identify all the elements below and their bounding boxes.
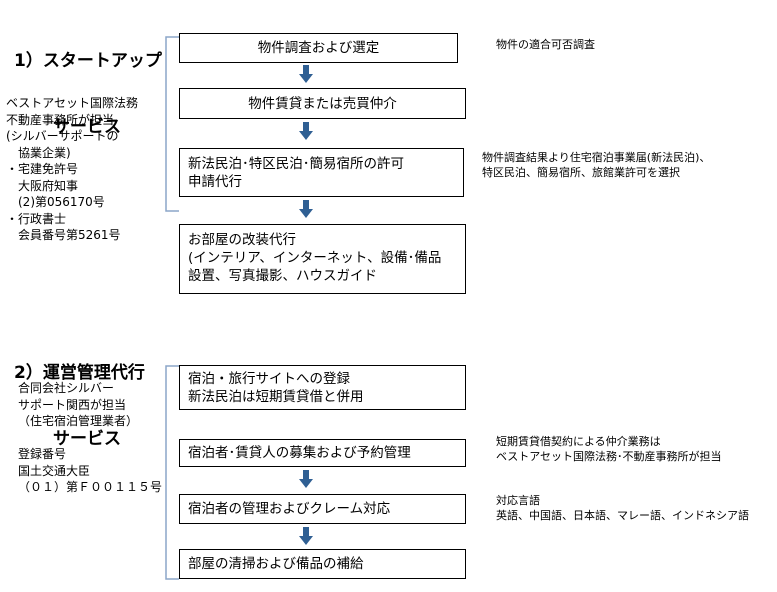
section1-title-line2: サービス — [36, 117, 121, 137]
section1-step-3: 新法民泊･特区民泊･簡易宿所の許可 申請代行 — [179, 148, 464, 197]
section1-bracket — [165, 36, 179, 212]
down-arrow-4 — [299, 470, 313, 488]
section2-title-line2: サービス — [36, 429, 121, 449]
section1-title-line1: 1）スタートアップ — [14, 51, 162, 71]
section2-note-2: 対応言語 英語、中国語、日本語、マレー語、インドネシア語 — [496, 494, 749, 522]
section2-step-2: 宿泊者･賃貸人の募集および予約管理 — [179, 439, 466, 467]
down-arrow-2 — [299, 122, 313, 140]
section1-step-1: 物件調査および選定 — [179, 33, 458, 63]
down-arrow-5 — [299, 527, 313, 545]
section2-step-4: 部屋の清掃および備品の補給 — [179, 549, 466, 579]
arrows — [299, 65, 313, 545]
section1-note-1: 物件の適合可否調査 — [496, 38, 595, 51]
down-arrow-3 — [299, 200, 313, 218]
down-arrow-1 — [299, 65, 313, 83]
section2-note-1: 短期賃貸借契約による仲介業務は ベストアセット国際法務･不動産事務所が担当 — [496, 435, 722, 463]
section1-step-4: お部屋の改装代行 (インテリア、インターネット、設備･備品 設置、写真撮影、ハウ… — [179, 224, 466, 294]
section2-title-line1: 2）運営管理代行 — [14, 363, 145, 383]
section2-title: 2）運営管理代行 サービス — [14, 318, 145, 472]
section2-provider: 合同会社シルバー サポート関西が担当 （住宅宿泊管理業者） 登録番号 国土交通大… — [18, 381, 163, 494]
section1-note-2: 物件調査結果より住宅宿泊事業届(新法民泊)、 特区民泊、簡易宿所、旅館業許可を選… — [482, 151, 711, 179]
section2-step-1: 宿泊・旅行サイトへの登録 新法民泊は短期賃貸借と併用 — [179, 365, 466, 410]
section2-step-3: 宿泊者の管理およびクレーム対応 — [179, 494, 466, 524]
section1-step-2: 物件賃貸または売買仲介 — [179, 88, 466, 119]
section2-bracket — [165, 365, 179, 580]
section1-provider: ベストアセット国際法務 不動産事務所が担当 (シルバーサポートの 協業企業) ・… — [6, 96, 139, 242]
section1-title: 1）スタートアップ サービス — [14, 6, 162, 160]
